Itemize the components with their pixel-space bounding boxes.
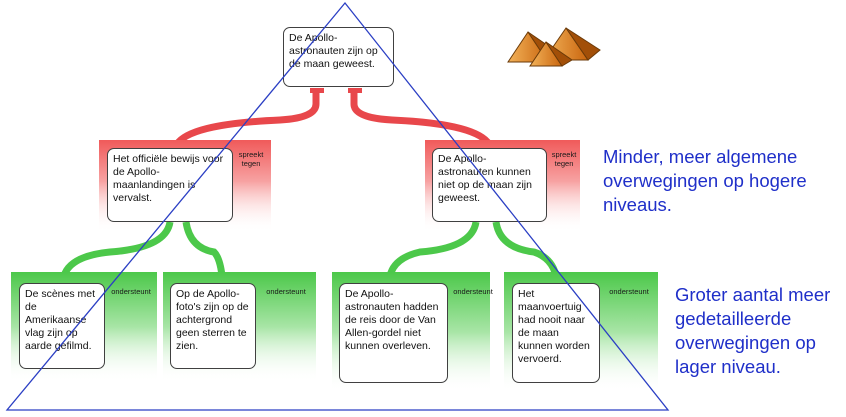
reason-claim-3: De Apollo-astronauten hadden de reis doo…: [339, 283, 448, 383]
objection-tag-right: spreekt tegen: [551, 150, 577, 168]
objection-tag-left: spreekt tegen: [238, 150, 264, 168]
note-lower-levels: Groter aantal meer gedetailleerde overwe…: [675, 284, 831, 377]
reason-claim-2: Op de Apollo-foto's zijn op de achtergro…: [170, 283, 256, 369]
objection-link-left: [310, 88, 324, 93]
objection-claim-right: De Apollo-astronauten kunnen niet op de …: [432, 148, 547, 222]
objection-link-right: [348, 88, 362, 93]
reason-claim-4: Het maanvoertuig had nooit naar de maan …: [512, 283, 600, 383]
objection-connector-right: [350, 92, 494, 148]
pyramids-icon: [507, 27, 601, 67]
objection-connector-left: [172, 92, 320, 148]
reason-tag-2: ondersteunt: [266, 287, 306, 296]
reason-tag-4: ondersteunt: [609, 287, 649, 296]
reason-tag-1: ondersteunt: [111, 287, 151, 296]
root-claim: De Apollo-astronauten zijn op de maan ge…: [283, 27, 394, 87]
reason-claim-1: De scènes met de Amerikaanse vlag zijn o…: [19, 283, 105, 369]
reason-tag-3: ondersteunt: [453, 287, 493, 296]
note-higher-levels: Minder, meer algemene overwegingen op ho…: [603, 146, 807, 215]
objection-claim-left: Het officiële bewijs voor de Apollo-maan…: [107, 148, 233, 222]
